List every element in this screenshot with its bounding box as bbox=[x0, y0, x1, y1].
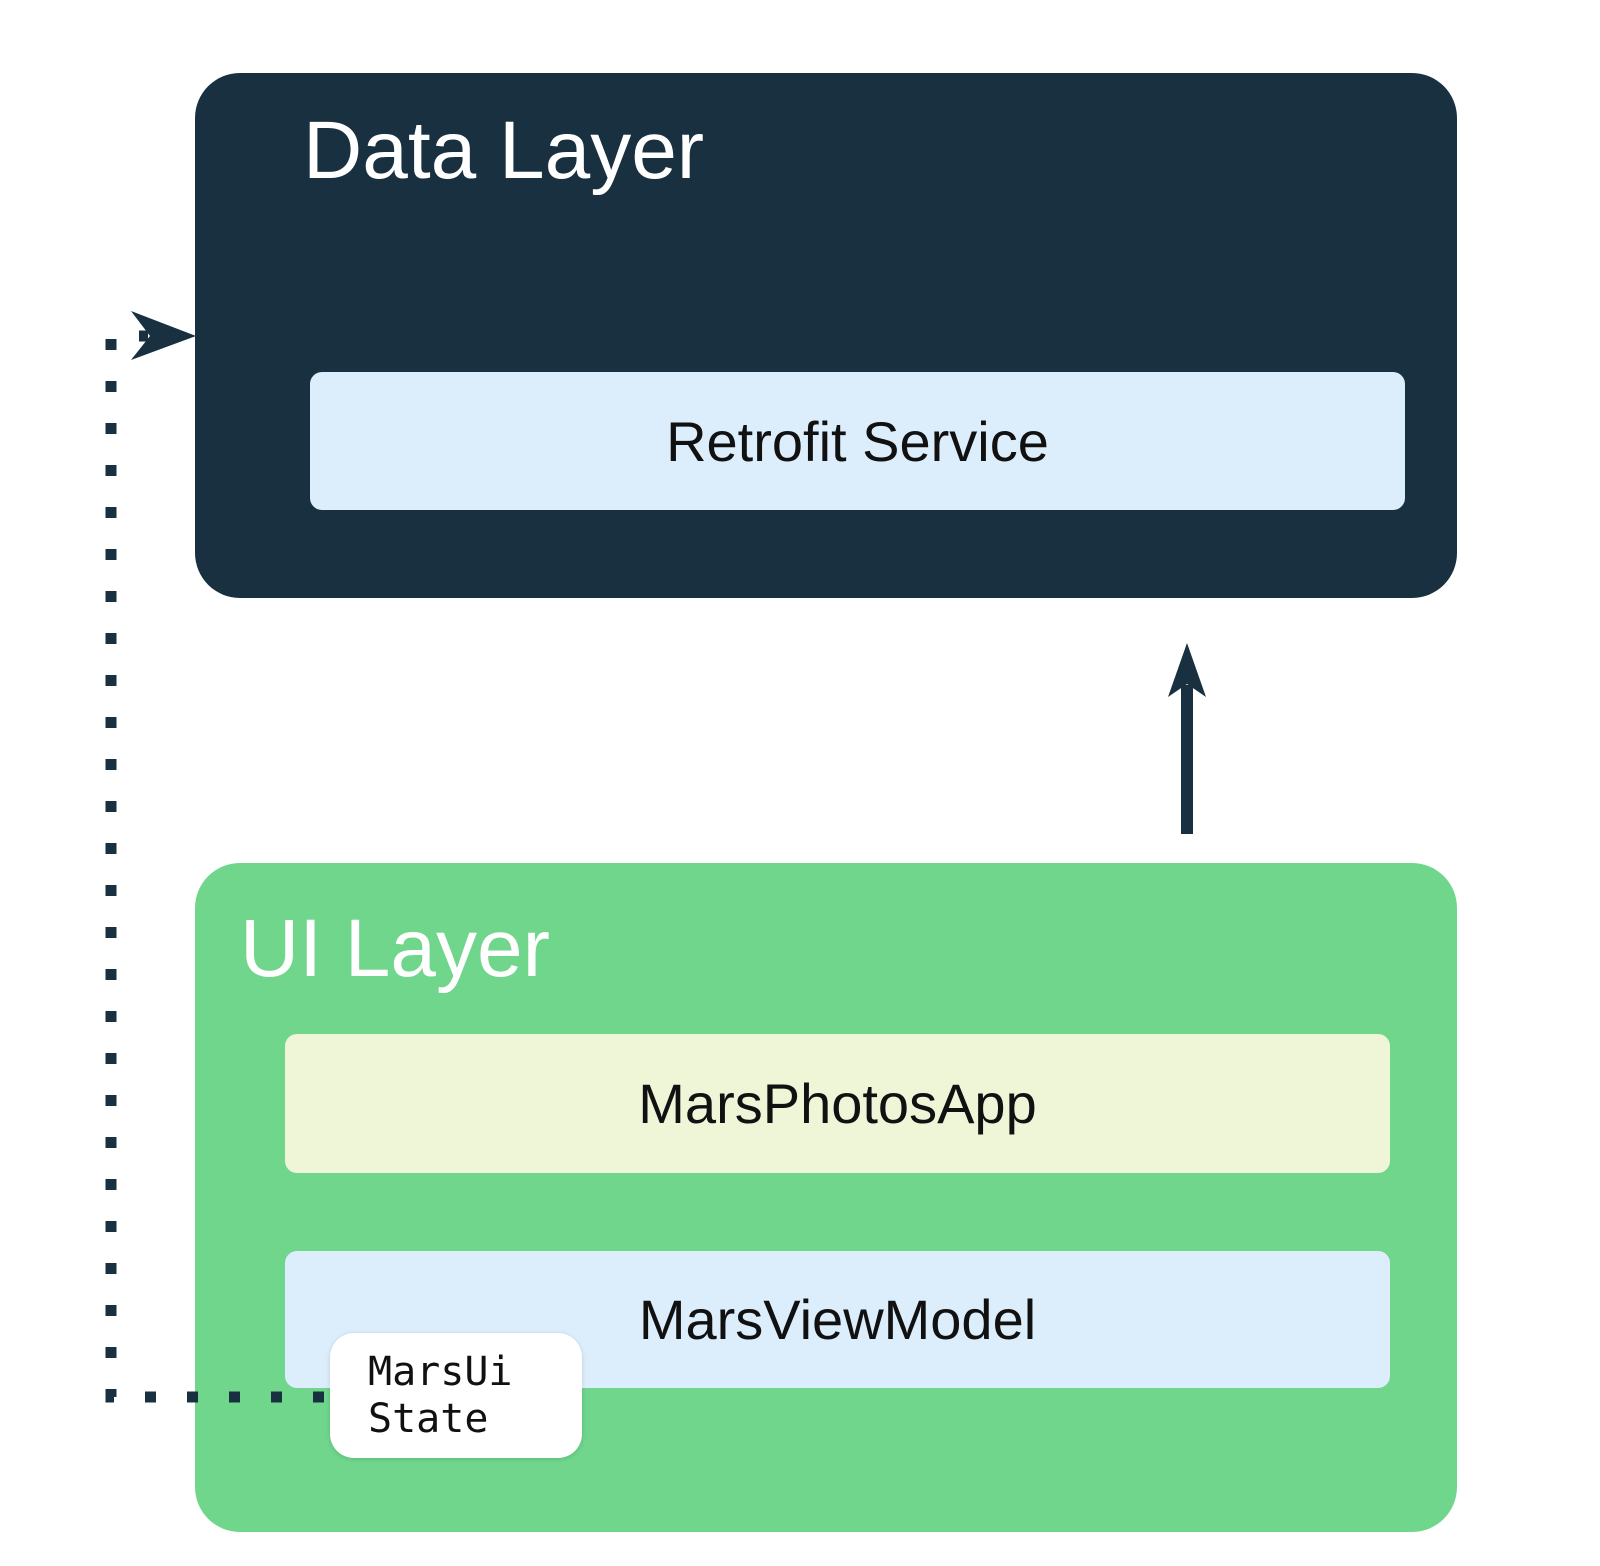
mars-ui-state-line1: MarsUi bbox=[368, 1348, 513, 1395]
data-layer-title: Data Layer bbox=[303, 105, 705, 196]
data-layer-box: Data Layer Retrofit Service bbox=[195, 73, 1457, 598]
mars-photos-app-box: MarsPhotosApp bbox=[285, 1034, 1390, 1173]
mars-photos-app-label: MarsPhotosApp bbox=[638, 1072, 1037, 1135]
mars-view-model-label: MarsViewModel bbox=[638, 1288, 1037, 1351]
solid-up-arrow-icon bbox=[1168, 643, 1206, 834]
solid-up-arrow-head bbox=[1168, 643, 1206, 697]
retrofit-service-label: Retrofit Service bbox=[666, 409, 1049, 473]
mars-ui-state-line2: State bbox=[368, 1395, 489, 1442]
retrofit-service-box: Retrofit Service bbox=[310, 372, 1405, 510]
mars-ui-state-box: MarsUi State bbox=[330, 1333, 582, 1458]
dotted-connector-arrowhead-icon bbox=[131, 311, 196, 360]
ui-layer-title: UI Layer bbox=[240, 903, 550, 994]
